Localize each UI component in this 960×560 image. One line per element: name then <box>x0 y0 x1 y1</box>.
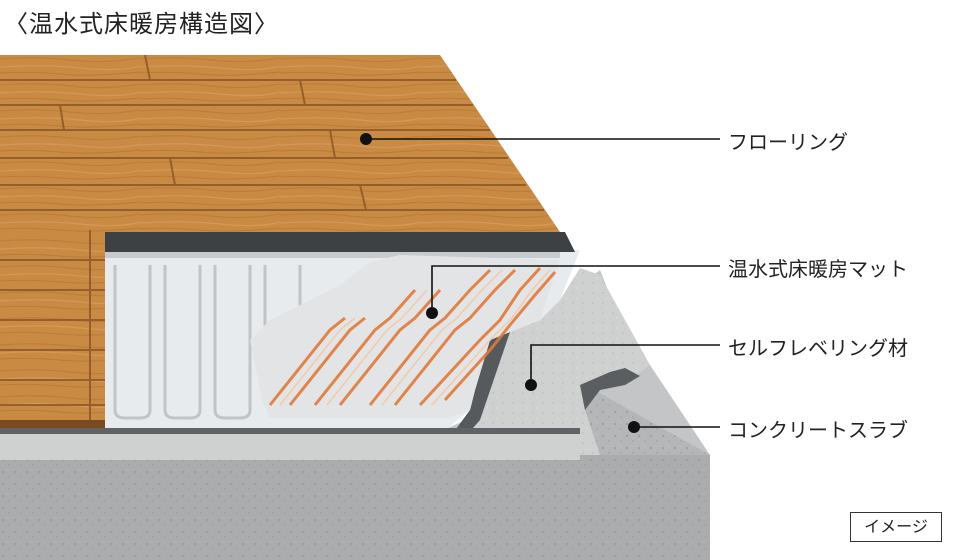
self-leveling-layer <box>0 268 650 460</box>
leader-lines <box>366 138 720 428</box>
sub-board <box>90 232 575 252</box>
flooring-dot <box>360 133 372 145</box>
diagram-title: 〈温水式床暖房構造図〉 <box>4 10 279 38</box>
concrete-slab-dot <box>628 421 640 433</box>
label-flooring: フローリング <box>728 130 848 154</box>
hot-water-pipes <box>268 266 557 407</box>
image-only-badge: イメージ <box>850 512 942 542</box>
leader-dots <box>360 133 640 433</box>
label-concrete-slab: コンクリートスラブ <box>728 418 908 442</box>
self-leveling-dot <box>525 379 537 391</box>
label-heating-mat: 温水式床暖房マット <box>728 257 908 281</box>
flooring-layer <box>0 54 560 428</box>
label-self-leveling: セルフレベリング材 <box>728 336 908 360</box>
heating-mat-dot <box>426 307 438 319</box>
heating-mat <box>90 250 580 428</box>
